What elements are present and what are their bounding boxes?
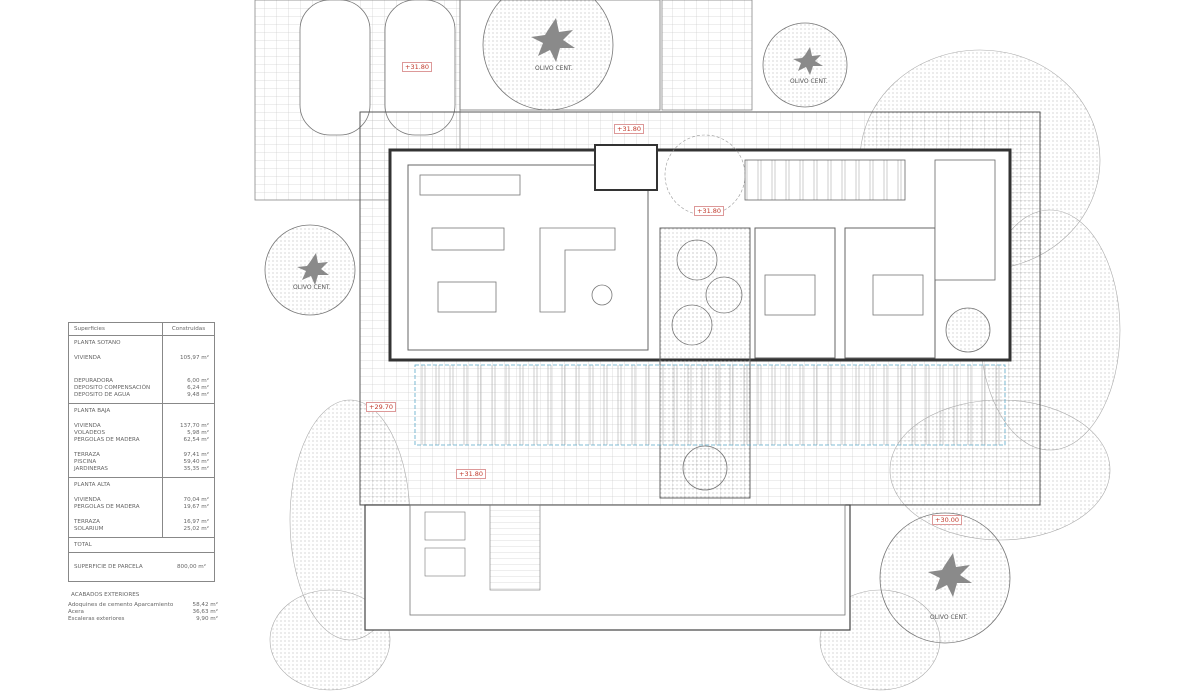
row-label: PERGOLAS DE MADERA [74, 437, 140, 443]
section-basement: PLANTA SOTANO VIVIENDA DEPURADORA DEPOSI… [69, 336, 214, 404]
row-value: 97,41 m² [183, 452, 209, 458]
finish-value: 58,42 m² [192, 602, 218, 608]
dining-table [437, 281, 497, 313]
finish-label: Adoquines de cemento Aparcamiento [68, 602, 174, 608]
row-label: DEPOSITO DE AGUA [74, 392, 131, 398]
row-value: 62,54 m² [183, 437, 209, 443]
pergola [414, 364, 1006, 446]
surface-table: Superficies Construidas PLANTA SOTANO VI… [68, 322, 215, 582]
row-value: 6,00 m² [187, 378, 209, 384]
tree-trunk-icon [297, 18, 972, 597]
row-value: 6,24 m² [187, 385, 209, 391]
row-value: 59,40 m² [183, 459, 209, 465]
finish-label: Escaleras exteriores [68, 616, 125, 622]
total-row: TOTAL [69, 538, 214, 553]
row-value: 5,98 m² [187, 430, 209, 436]
pool-area [364, 504, 851, 631]
pool [409, 504, 846, 616]
row-value: 105,97 m² [179, 355, 209, 361]
col-header-built: Construidas [171, 326, 206, 332]
row-label: DEPOSITO COMPENSACIÓN [74, 385, 151, 391]
row-label: VIVIENDA [74, 355, 101, 361]
plot-area-value: 800,00 m² [176, 564, 206, 570]
access-stairs [661, 0, 753, 111]
row-value: 16,97 m² [183, 519, 209, 525]
bed-1 [764, 274, 816, 316]
row-label: VIVIENDA [74, 423, 101, 429]
exterior-finishes: ACABADOS EXTERIORES Adoquines de cemento… [68, 592, 218, 623]
row-value: 9,48 m² [187, 392, 209, 398]
bathroom [934, 159, 996, 281]
exterior-finishes-title: ACABADOS EXTERIORES [71, 592, 140, 598]
row-label: PERGOLAS DE MADERA [74, 504, 140, 510]
level-tag-terrace: +31.80 [456, 469, 487, 479]
interior-stairs [744, 159, 906, 201]
bedroom-2 [844, 227, 936, 359]
row-label: PLANTA ALTA [74, 482, 111, 488]
living-room [407, 164, 649, 351]
level-tag-vestibule: +31.80 [694, 206, 725, 216]
lift [594, 144, 658, 191]
col-header-surfaces: Superficies [69, 323, 163, 335]
kitchen-island [431, 227, 505, 251]
finish-label: Acera [68, 609, 84, 615]
level-tag-parking: +31.80 [402, 62, 433, 72]
tree-label: OLIVO CENT. [790, 78, 828, 85]
row-label: TERRAZA [74, 452, 100, 458]
row-value: 35,35 m² [183, 466, 209, 472]
plot-area-row: SUPERFICIE DE PARCELA 800,00 m² [69, 553, 214, 581]
section-upper-floor: PLANTA ALTA VIVIENDA PERGOLAS DE MADERA … [69, 478, 214, 538]
row-label: VIVIENDA [74, 497, 101, 503]
tree-label: OLIVO CENT. [535, 65, 573, 72]
row-value: 25,02 m² [183, 526, 209, 532]
plot-area-label: SUPERFICIE DE PARCELA [74, 564, 143, 570]
row-label: PLANTA SOTANO [74, 340, 121, 346]
bed-2 [872, 274, 924, 316]
level-tag-access: +31.80 [614, 124, 645, 134]
section-ground-floor: PLANTA BAJA VIVIENDA VOLADEOS PERGOLAS D… [69, 404, 214, 478]
row-value: 19,67 m² [183, 504, 209, 510]
row-value: 70,04 m² [183, 497, 209, 503]
finish-value: 9,90 m² [196, 616, 218, 622]
sofa [539, 227, 616, 313]
row-label: SOLARIUM [74, 526, 104, 532]
row-label: VOLADEOS [74, 430, 105, 436]
row-label: JARDINERAS [74, 466, 108, 472]
bedroom-1 [754, 227, 836, 359]
row-label: PISCINA [74, 459, 97, 465]
row-value: 137,70 m² [179, 423, 209, 429]
level-tag-garden: +30.00 [932, 515, 963, 525]
tree-olive [264, 0, 1011, 644]
tree-label: OLIVO CENT. [930, 614, 968, 621]
tree-label: OLIVO CENT. [293, 284, 331, 291]
row-label: TERRAZA [74, 519, 100, 525]
finish-value: 36,63 m² [192, 609, 218, 615]
row-label: PLANTA BAJA [74, 408, 111, 414]
row-label: DEPURADORA [74, 378, 113, 384]
level-tag-side: +29.70 [366, 402, 397, 412]
